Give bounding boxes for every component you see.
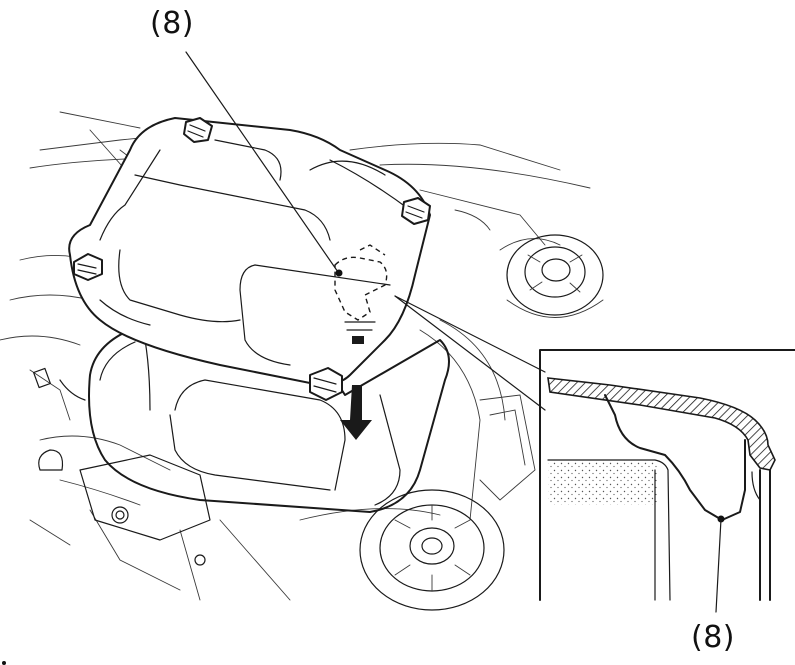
callout-label-top: (8): [150, 6, 194, 41]
clip-left: [73, 253, 103, 281]
detail-cross-section: [539, 349, 795, 613]
clip-top-left: [183, 117, 213, 143]
round-component-lower: [359, 489, 505, 611]
strut-tower-upper: [506, 234, 604, 318]
mounting-bracket: [38, 449, 211, 566]
callout-leader-top: [185, 51, 343, 277]
clip-bottom: [309, 367, 343, 401]
callout-label-bottom: (8): [691, 620, 735, 655]
reservoir-cover: [68, 117, 431, 386]
cover-clips: [73, 117, 431, 401]
engine-bay-background: [0, 111, 591, 601]
detail-connector-lines: [394, 295, 546, 411]
clip-right: [401, 197, 431, 225]
removal-direction-arrow-icon: [340, 385, 372, 440]
